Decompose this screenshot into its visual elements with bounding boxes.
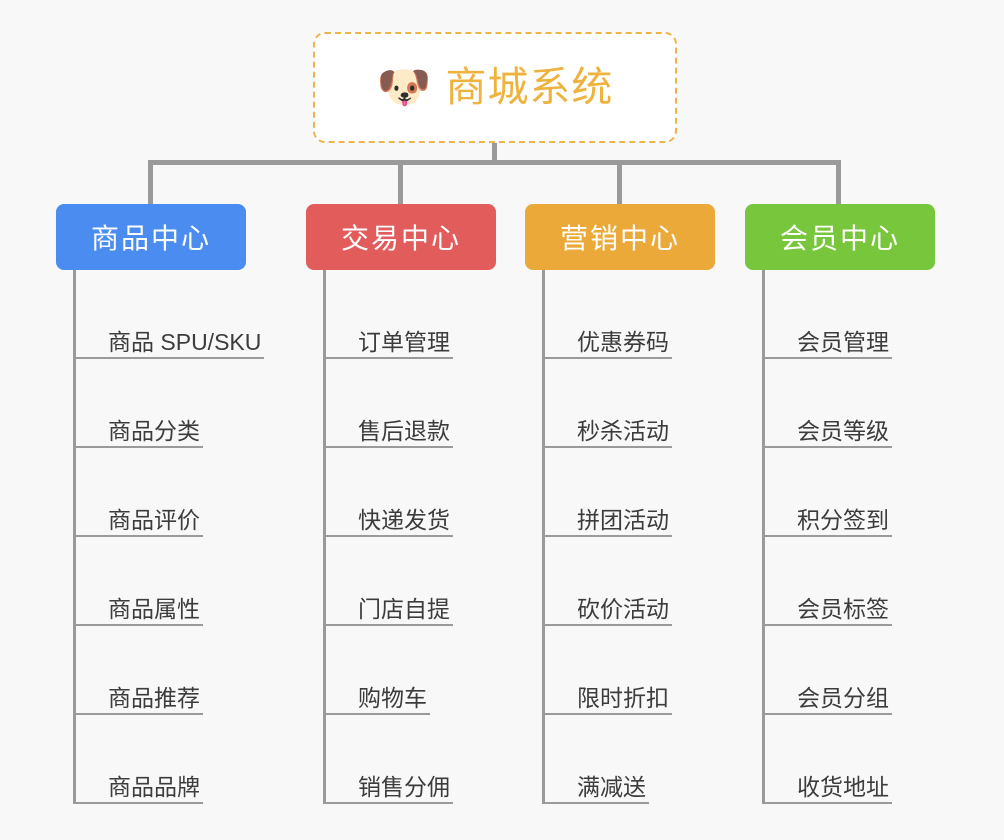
leaf-label: 秒杀活动 (577, 417, 669, 444)
branch-column-product: 商品中心 商品 SPU/SKU 商品分类 商品评价 商品属性 商品推荐 商品品牌 (56, 204, 264, 804)
leaf-label: 售后退款 (358, 417, 450, 444)
list-item[interactable]: 会员管理 (762, 270, 935, 359)
leaf-underline (762, 624, 892, 626)
list-item[interactable]: 积分签到 (762, 448, 935, 537)
branch-header-member[interactable]: 会员中心 (745, 204, 935, 270)
list-item[interactable]: 会员分组 (762, 626, 935, 715)
list-item[interactable]: 订单管理 (323, 270, 496, 359)
leaf-label: 销售分佣 (358, 773, 450, 800)
leaf-underline (762, 446, 892, 448)
leaf-label: 快递发货 (358, 506, 450, 533)
leaf-label: 积分签到 (797, 506, 889, 533)
connector-drop-1 (398, 160, 403, 208)
leaf-underline (73, 802, 203, 804)
connector-drop-3 (836, 160, 841, 208)
leaf-underline (73, 713, 203, 715)
leaf-underline (542, 357, 672, 359)
leaf-label: 门店自提 (358, 595, 450, 622)
connector-horizontal-bus (148, 160, 840, 165)
leaf-list-member: 会员管理 会员等级 积分签到 会员标签 会员分组 收货地址 (762, 270, 935, 804)
leaf-label: 拼团活动 (577, 506, 669, 533)
list-item[interactable]: 限时折扣 (542, 626, 715, 715)
branch-column-member: 会员中心 会员管理 会员等级 积分签到 会员标签 会员分组 收货地址 (745, 204, 935, 804)
connector-root-stem (492, 143, 497, 163)
leaf-label: 订单管理 (358, 328, 450, 355)
branch-header-marketing[interactable]: 营销中心 (525, 204, 715, 270)
leaf-label: 会员管理 (797, 328, 889, 355)
leaf-underline (542, 446, 672, 448)
leaf-label: 商品分类 (108, 417, 200, 444)
list-item[interactable]: 商品推荐 (73, 626, 246, 715)
leaf-label: 商品评价 (108, 506, 200, 533)
leaf-label: 会员分组 (797, 684, 889, 711)
root-node-title: 商城系统 (445, 64, 614, 110)
list-item[interactable]: 商品属性 (73, 537, 246, 626)
leaf-underline (73, 357, 264, 359)
leaf-underline (542, 802, 649, 804)
leaf-label: 会员等级 (797, 417, 889, 444)
leaf-list-marketing: 优惠券码 秒杀活动 拼团活动 砍价活动 限时折扣 满减送 (542, 270, 715, 804)
list-item[interactable]: 商品品牌 (73, 715, 246, 804)
leaf-underline (323, 802, 453, 804)
connector-drop-0 (148, 160, 153, 208)
list-item[interactable]: 会员标签 (762, 537, 935, 626)
branch-header-product[interactable]: 商品中心 (56, 204, 246, 270)
leaf-label: 限时折扣 (577, 684, 669, 711)
shiba-dog-face-icon: 🐶 (376, 62, 432, 112)
leaf-label: 商品推荐 (108, 684, 200, 711)
branch-header-trade[interactable]: 交易中心 (306, 204, 496, 270)
list-item[interactable]: 销售分佣 (323, 715, 496, 804)
leaf-label: 购物车 (358, 684, 427, 711)
branch-column-marketing: 营销中心 优惠券码 秒杀活动 拼团活动 砍价活动 限时折扣 满减送 (525, 204, 715, 804)
leaf-label: 收货地址 (797, 773, 889, 800)
list-item[interactable]: 门店自提 (323, 537, 496, 626)
list-item[interactable]: 秒杀活动 (542, 359, 715, 448)
list-item[interactable]: 购物车 (323, 626, 496, 715)
leaf-underline (542, 713, 672, 715)
leaf-list-trade: 订单管理 售后退款 快递发货 门店自提 购物车 销售分佣 (323, 270, 496, 804)
leaf-label: 优惠券码 (577, 328, 669, 355)
list-item[interactable]: 拼团活动 (542, 448, 715, 537)
leaf-label: 商品属性 (108, 595, 200, 622)
list-item[interactable]: 收货地址 (762, 715, 935, 804)
list-item[interactable]: 快递发货 (323, 448, 496, 537)
leaf-underline (762, 713, 892, 715)
list-item[interactable]: 优惠券码 (542, 270, 715, 359)
leaf-underline (762, 535, 892, 537)
leaf-underline (323, 357, 453, 359)
leaf-underline (323, 624, 453, 626)
leaf-underline (73, 446, 203, 448)
leaf-underline (762, 802, 892, 804)
leaf-underline (323, 713, 430, 715)
branch-column-trade: 交易中心 订单管理 售后退款 快递发货 门店自提 购物车 销售分佣 (306, 204, 496, 804)
list-item[interactable]: 砍价活动 (542, 537, 715, 626)
leaf-underline (73, 535, 203, 537)
leaf-label: 商品品牌 (108, 773, 200, 800)
leaf-underline (542, 624, 672, 626)
list-item[interactable]: 商品分类 (73, 359, 246, 448)
list-item[interactable]: 会员等级 (762, 359, 935, 448)
leaf-underline (323, 446, 453, 448)
leaf-underline (73, 624, 203, 626)
leaf-label: 商品 SPU/SKU (108, 328, 262, 355)
list-item[interactable]: 商品评价 (73, 448, 246, 537)
leaf-list-product: 商品 SPU/SKU 商品分类 商品评价 商品属性 商品推荐 商品品牌 (73, 270, 264, 804)
list-item[interactable]: 售后退款 (323, 359, 496, 448)
root-node-shop-system[interactable]: 🐶 商城系统 (313, 32, 677, 143)
leaf-label: 砍价活动 (577, 595, 669, 622)
leaf-underline (762, 357, 892, 359)
leaf-underline (542, 535, 672, 537)
list-item[interactable]: 满减送 (542, 715, 715, 804)
leaf-label: 会员标签 (797, 595, 889, 622)
connector-drop-2 (617, 160, 622, 208)
list-item[interactable]: 商品 SPU/SKU (73, 270, 264, 359)
leaf-label: 满减送 (577, 773, 646, 800)
leaf-underline (323, 535, 453, 537)
